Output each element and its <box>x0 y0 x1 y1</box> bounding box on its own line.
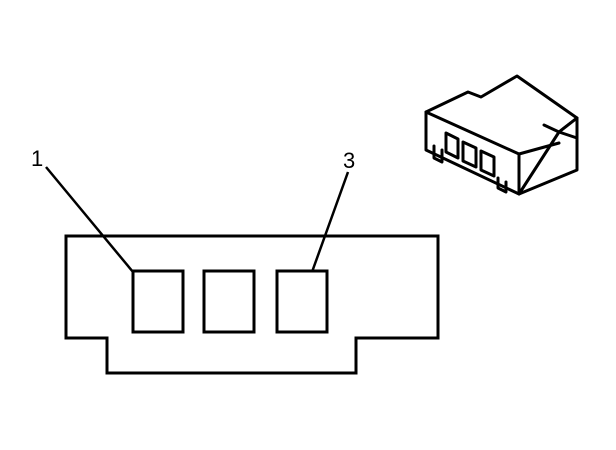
connector-cavity-1 <box>444 131 460 160</box>
connector-isometric-view <box>424 74 579 196</box>
connector-notch-left <box>432 144 444 164</box>
callout-label-3: 3 <box>343 148 355 173</box>
connector-ledge <box>542 123 579 140</box>
terminal-cavity-2 <box>202 269 256 334</box>
leader-line-3 <box>310 171 350 273</box>
leader-line-1 <box>45 166 134 273</box>
terminal-cavity-3 <box>275 269 329 334</box>
connector-cavity-3 <box>479 149 496 178</box>
connector-cavity-2 <box>461 140 478 169</box>
connector-face-view <box>64 234 440 375</box>
leader-lines <box>45 166 350 273</box>
connector-side-face <box>517 116 579 196</box>
callout-label-1: 1 <box>31 146 43 171</box>
terminal-cavity-1 <box>131 269 185 334</box>
connector-notch-right <box>496 176 508 194</box>
connector-face-outline <box>64 234 440 375</box>
connector-edge <box>517 141 561 156</box>
